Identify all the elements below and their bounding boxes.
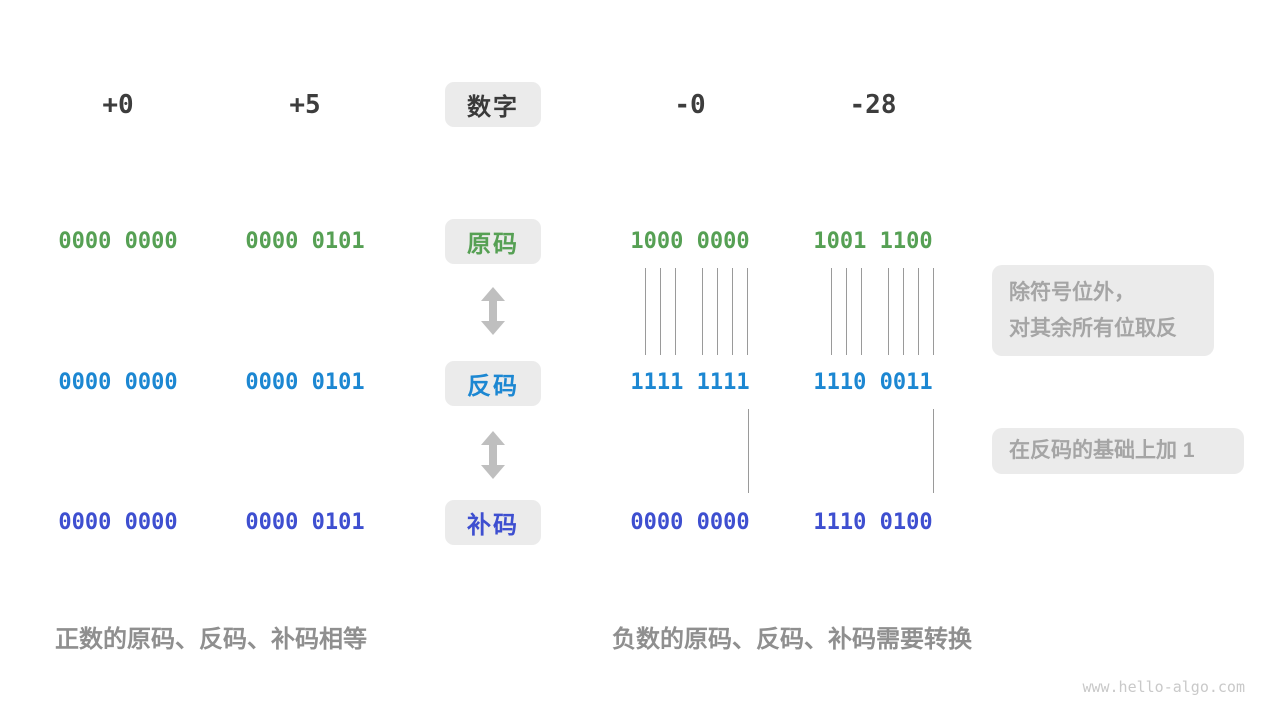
label-number: 数字 [445, 82, 541, 127]
sign-magnitude-minus-zero: 1000 0000 [630, 229, 750, 254]
twos-complement-plus-zero: 0000 0000 [58, 510, 178, 535]
sign-magnitude-plus-zero: 0000 0000 [58, 229, 178, 254]
sign-magnitude-plus-five: 0000 0101 [245, 229, 365, 254]
twos-complement-minus-zero: 0000 0000 [630, 510, 750, 535]
note-add-one: 在反码的基础上加 1 [992, 428, 1244, 474]
label-sign-magnitude: 原码 [445, 219, 541, 264]
ones-complement-minus-28: 1110 0011 [813, 370, 933, 395]
bit-flip-line [933, 268, 934, 355]
caption-negative-numbers: 负数的原码、反码、补码需要转换 [612, 626, 972, 653]
updown-arrow-icon [481, 287, 505, 335]
twos-complement-plus-five: 0000 0101 [245, 510, 365, 535]
twos-complement-minus-28: 1110 0100 [813, 510, 933, 535]
bit-flip-line [918, 268, 919, 355]
add-one-line [933, 409, 934, 493]
note-invert-line2: 对其余所有位取反 [1009, 317, 1177, 340]
bit-flip-line [861, 268, 862, 355]
column-header-minus-zero: -0 [674, 90, 706, 120]
site-watermark: www.hello-algo.com [1082, 678, 1245, 696]
bit-flip-line [660, 268, 661, 355]
bit-flip-line [645, 268, 646, 355]
bit-flip-line [831, 268, 832, 355]
caption-positive-numbers: 正数的原码、反码、补码相等 [55, 626, 367, 653]
bit-flip-line [732, 268, 733, 355]
bit-flip-line [888, 268, 889, 355]
column-header-minus-28: -28 [849, 90, 897, 120]
bit-flip-line [702, 268, 703, 355]
ones-complement-minus-zero: 1111 1111 [630, 370, 750, 395]
label-twos-complement: 补码 [445, 500, 541, 545]
bit-flip-line [903, 268, 904, 355]
column-header-plus-five: +5 [289, 90, 321, 120]
column-header-plus-zero: +0 [102, 90, 134, 120]
bit-flip-line [675, 268, 676, 355]
bit-flip-line [747, 268, 748, 355]
sign-magnitude-minus-28: 1001 1100 [813, 229, 933, 254]
bit-flip-line [717, 268, 718, 355]
bit-flip-line [846, 268, 847, 355]
updown-arrow-icon [481, 431, 505, 479]
note-invert-bits: 除符号位外， 对其余所有位取反 [992, 265, 1214, 356]
add-one-line [748, 409, 749, 493]
ones-complement-plus-five: 0000 0101 [245, 370, 365, 395]
ones-complement-plus-zero: 0000 0000 [58, 370, 178, 395]
label-ones-complement: 反码 [445, 361, 541, 406]
note-invert-line1: 除符号位外， [1009, 281, 1135, 304]
